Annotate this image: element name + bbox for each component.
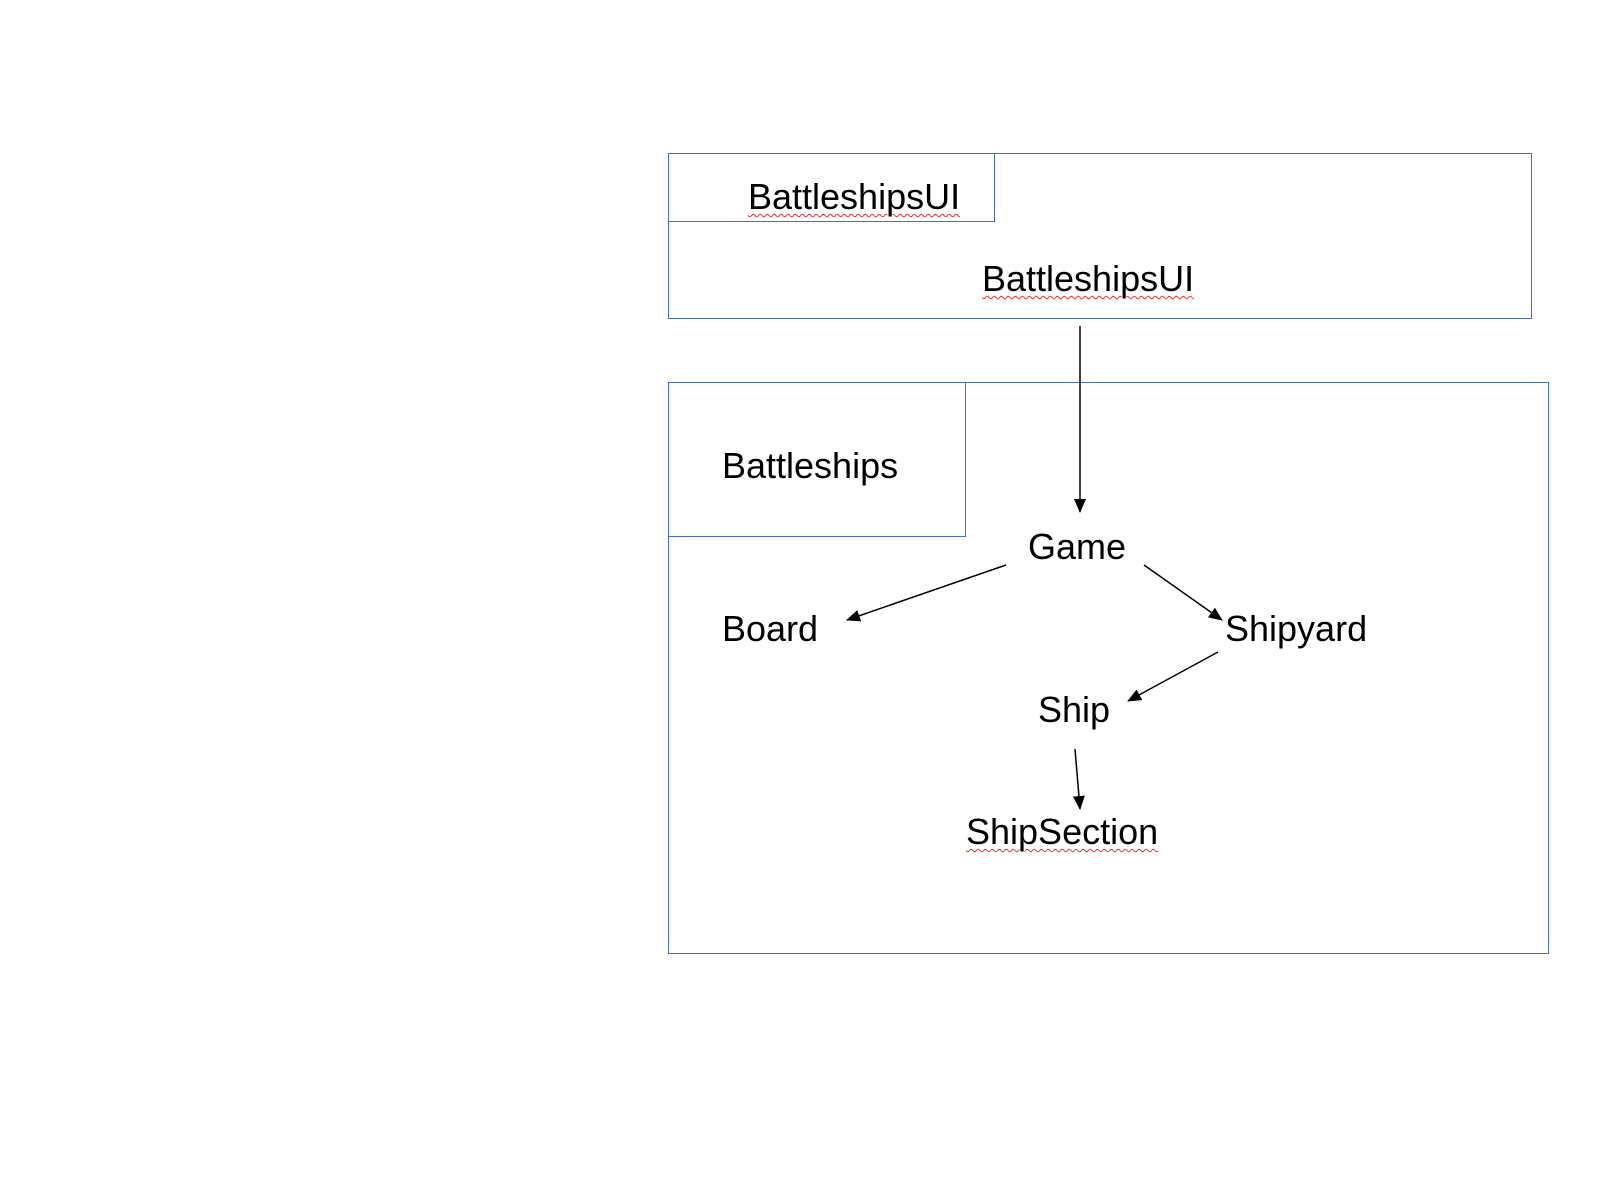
- shipsection-class-label: ShipSection: [966, 811, 1159, 852]
- battleshipsui-class-label: BattleshipsUI: [982, 258, 1195, 299]
- ui-package-tab-label: BattleshipsUI: [748, 176, 961, 217]
- ship-class-label: Ship: [1038, 689, 1111, 730]
- core-package-tab: [668, 382, 966, 537]
- core-package-tab-label: Battleships: [722, 445, 899, 486]
- ui-package-tab: [668, 153, 995, 222]
- shipyard-class-label: Shipyard: [1225, 608, 1368, 649]
- ui-package-frame: [668, 153, 1532, 319]
- core-package-frame: [668, 382, 1549, 954]
- game-class-label: Game: [1028, 526, 1127, 567]
- board-class-label: Board: [722, 608, 819, 649]
